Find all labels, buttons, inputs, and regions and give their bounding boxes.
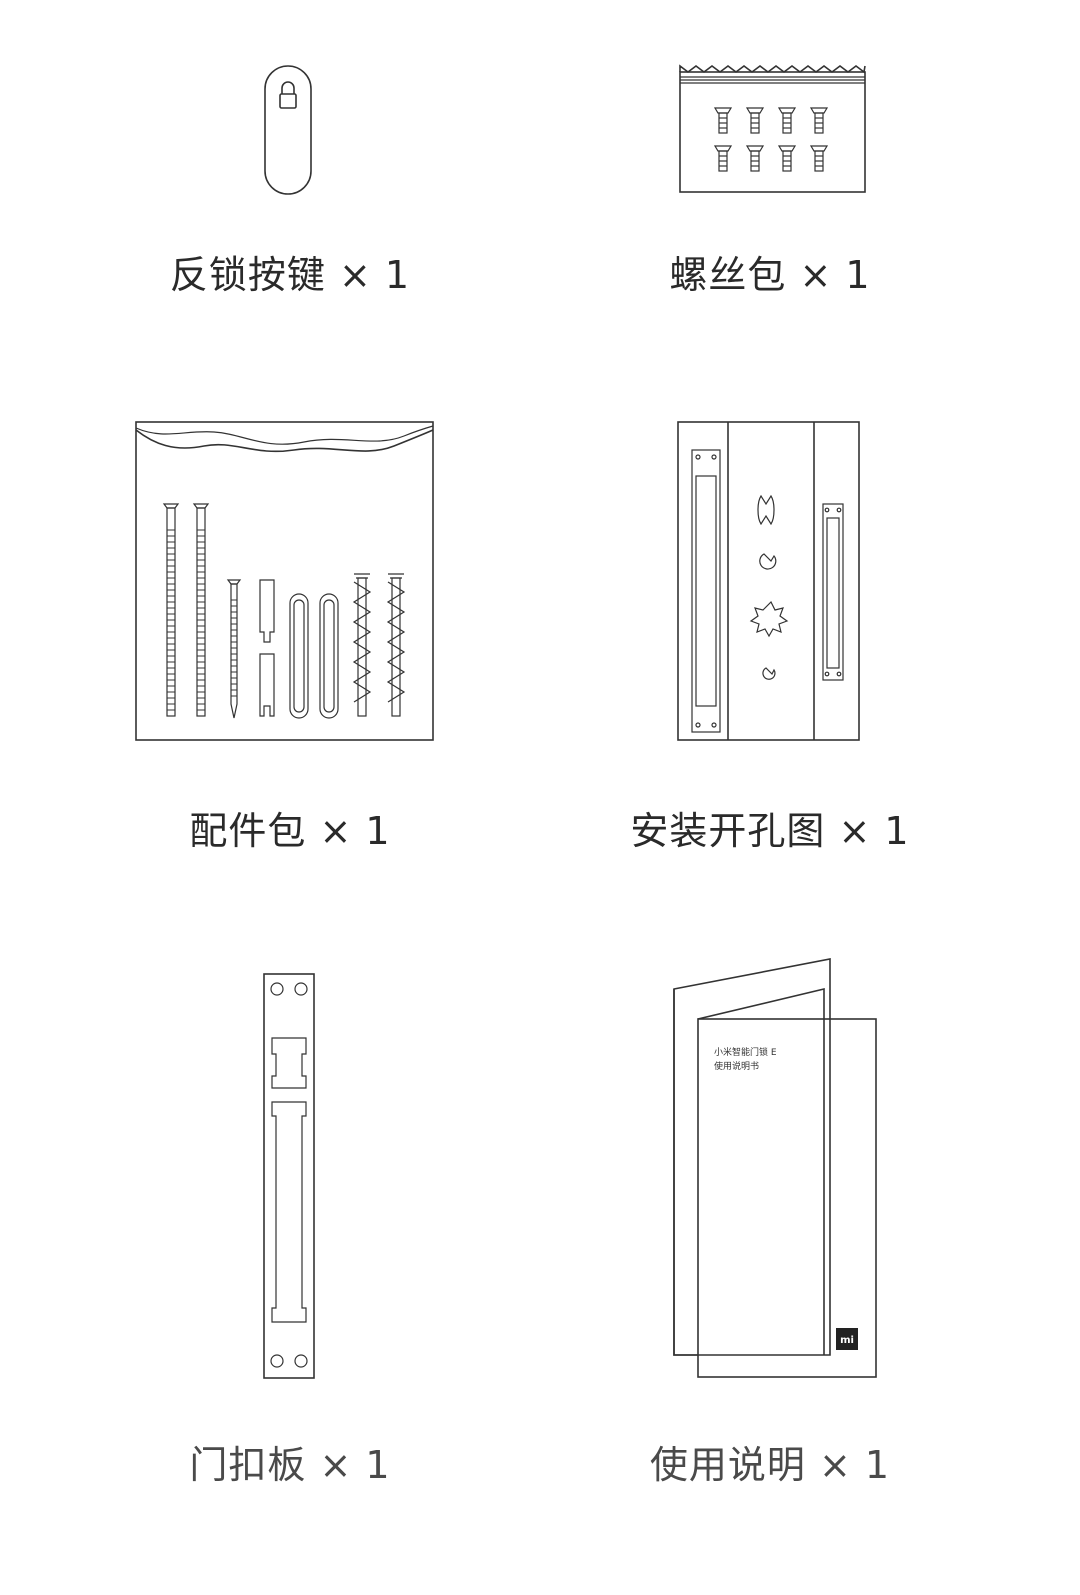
accessory-bag-icon (134, 420, 436, 744)
caption-strike-plate: 门扣板 × 1 (189, 1443, 391, 1487)
manual-title: 小米智能门锁 E (714, 1046, 777, 1058)
lock-button-icon (262, 64, 314, 196)
svg-text:mi: mi (840, 1335, 854, 1346)
caption-lock-button: 反锁按键 × 1 (169, 253, 411, 297)
drilling-template-icon (676, 420, 862, 744)
caption-accessory-bag: 配件包 × 1 (189, 809, 391, 853)
caption-drilling-template: 安装开孔图 × 1 (630, 809, 910, 853)
caption-screw-bag: 螺丝包 × 1 (669, 253, 871, 297)
manual-subtitle: 使用说明书 (714, 1060, 759, 1072)
mi-logo-icon: mi (836, 1328, 858, 1350)
caption-manual: 使用说明 × 1 (649, 1443, 891, 1487)
strike-plate-icon (262, 972, 316, 1380)
manual-booklet-icon: 小米智能门锁 E 使用说明书 mi (670, 955, 882, 1381)
screw-bag-icon (678, 60, 868, 196)
